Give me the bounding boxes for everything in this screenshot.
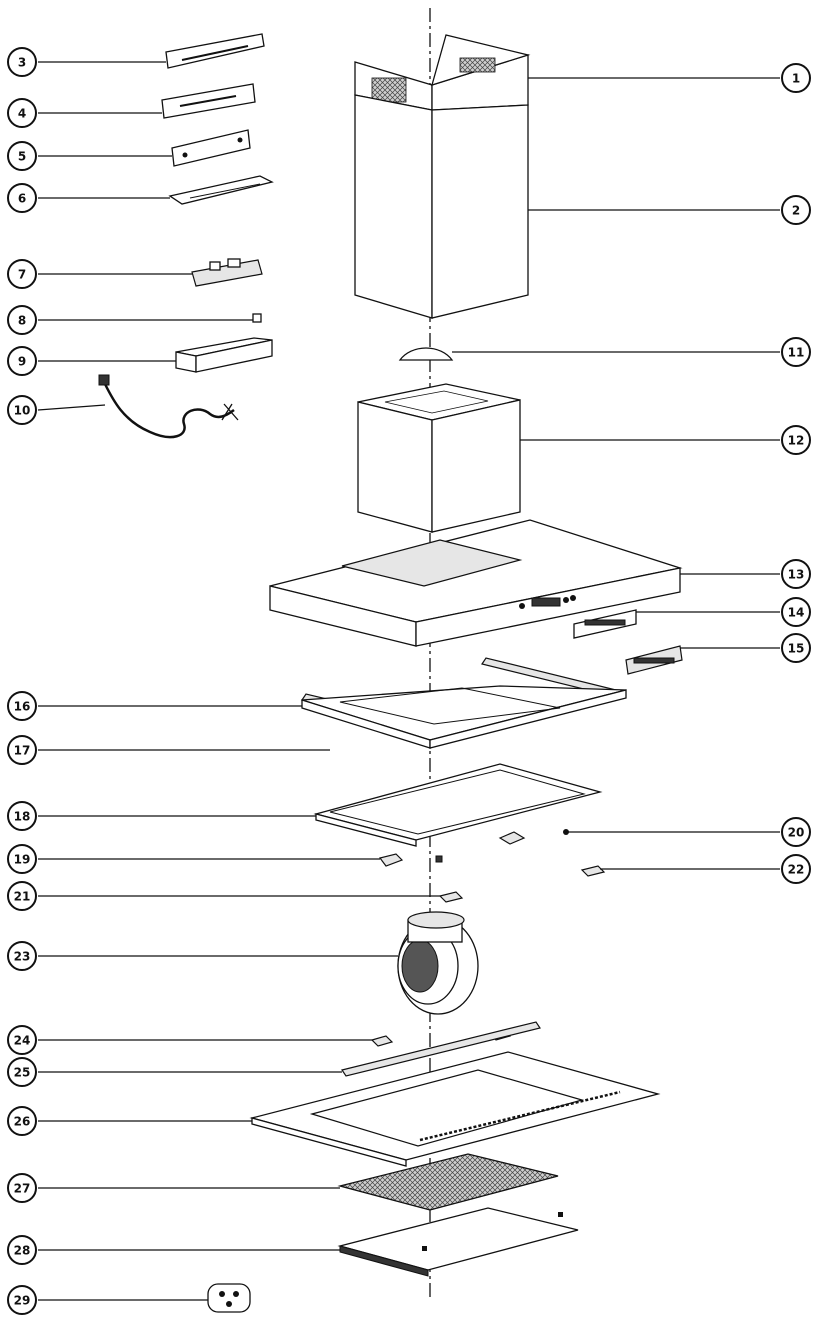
callout-14-label: 14: [788, 606, 805, 620]
part-19-bracket: [378, 853, 404, 867]
callout-29-label: 29: [14, 1294, 31, 1308]
leader-lines: [37, 61, 780, 1301]
callout-1-label: 1: [792, 72, 800, 86]
callout-21: 21: [7, 881, 37, 911]
part-15-switch-board: [625, 645, 683, 675]
callout-16-label: 16: [14, 700, 31, 714]
part-8-small-clip: [252, 313, 262, 323]
part-11-half-round-cap: [398, 347, 454, 361]
callout-15-label: 15: [788, 642, 805, 656]
callout-10-label: 10: [14, 404, 31, 418]
part-12-inner-frame: [357, 383, 521, 533]
part-lower-chimney: [354, 94, 529, 319]
part-13-hood-body: [269, 519, 683, 647]
callout-23: 23: [7, 941, 37, 971]
callout-5: 5: [7, 141, 37, 171]
callout-17: 17: [7, 735, 37, 765]
part-22-clip: [580, 865, 606, 877]
callout-24: 24: [7, 1025, 37, 1055]
callout-27: 27: [7, 1173, 37, 1203]
part-17-frame-plate: [301, 685, 627, 749]
part-7-pcb: [191, 258, 263, 287]
callout-22-label: 22: [788, 863, 805, 877]
part-10-power-cable: [102, 381, 235, 439]
callout-25-label: 25: [14, 1066, 31, 1080]
callout-8: 8: [7, 305, 37, 335]
part-28-bottom-cover: [337, 1207, 579, 1277]
callout-28-label: 28: [14, 1244, 31, 1258]
part-upper-chimney: [354, 34, 531, 111]
callout-5-label: 5: [18, 150, 26, 164]
callout-12-label: 12: [788, 434, 805, 448]
callout-11: 11: [781, 337, 811, 367]
callout-12: 12: [781, 425, 811, 455]
part-29-connector: [207, 1283, 251, 1313]
part-9-box: [175, 337, 273, 373]
callout-27-label: 27: [14, 1182, 31, 1196]
callout-29: 29: [7, 1285, 37, 1315]
callout-22: 22: [781, 854, 811, 884]
part-25-strip: [341, 1021, 541, 1077]
callout-3: 3: [7, 47, 37, 77]
callout-3-label: 3: [18, 56, 26, 70]
callout-13-label: 13: [788, 568, 805, 582]
part-23-motor-fan: [397, 911, 479, 1015]
callout-28: 28: [7, 1235, 37, 1265]
callout-20-label: 20: [788, 826, 805, 840]
callout-18: 18: [7, 801, 37, 831]
part-18-tray: [313, 763, 603, 847]
callout-15: 15: [781, 633, 811, 663]
callout-4-label: 4: [18, 107, 26, 121]
part-14-display: [573, 609, 637, 639]
callout-21-label: 21: [14, 890, 31, 904]
callout-4: 4: [7, 98, 37, 128]
callout-17-label: 17: [14, 744, 31, 758]
part-6-cover: [168, 175, 274, 205]
callout-7: 7: [7, 259, 37, 289]
callout-23-label: 23: [14, 950, 31, 964]
callout-8-label: 8: [18, 314, 26, 328]
callout-20: 20: [781, 817, 811, 847]
callout-11-label: 11: [788, 346, 805, 360]
callout-9: 9: [7, 346, 37, 376]
part-26-bottom-plate: [249, 1051, 661, 1167]
part-4-bracket: [161, 83, 256, 119]
callout-16: 16: [7, 691, 37, 721]
callout-9-label: 9: [18, 355, 26, 369]
callout-6-label: 6: [18, 192, 26, 206]
callout-26-label: 26: [14, 1115, 31, 1129]
part-27-grease-filter: [337, 1153, 559, 1211]
part-24-clip: [370, 1035, 394, 1047]
callout-24-label: 24: [14, 1034, 31, 1048]
callout-1: 1: [781, 63, 811, 93]
part-21-clip: [438, 891, 464, 903]
callout-18-label: 18: [14, 810, 31, 824]
callout-2: 2: [781, 195, 811, 225]
callout-7-label: 7: [18, 268, 26, 282]
part-3-bracket: [165, 33, 265, 69]
callout-10: 10: [7, 395, 37, 425]
callout-6: 6: [7, 183, 37, 213]
callout-2-label: 2: [792, 204, 800, 218]
callout-26: 26: [7, 1106, 37, 1136]
callout-14: 14: [781, 597, 811, 627]
callout-19-label: 19: [14, 853, 31, 867]
callout-25: 25: [7, 1057, 37, 1087]
callout-19: 19: [7, 844, 37, 874]
callout-13: 13: [781, 559, 811, 589]
part-5-control-board: [171, 129, 251, 167]
